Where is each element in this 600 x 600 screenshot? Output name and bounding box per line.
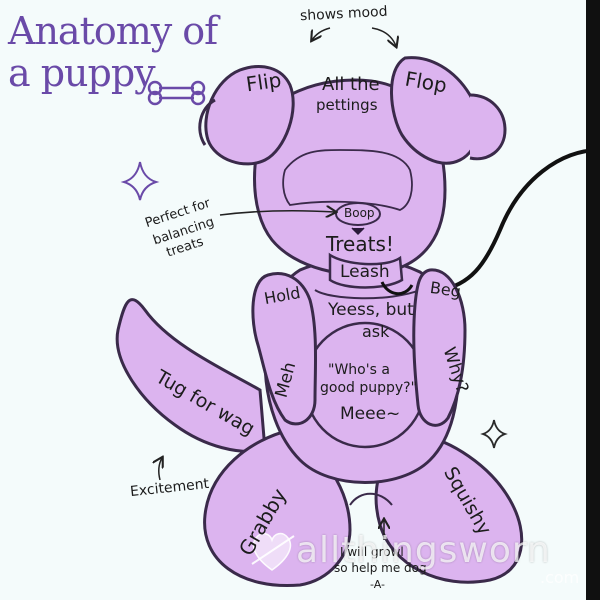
label-flip: Flip xyxy=(244,67,283,97)
label-growl-face: -A- xyxy=(370,578,385,591)
tail-shape xyxy=(115,298,267,453)
sparkle-icon-right xyxy=(480,419,508,449)
crotch-line xyxy=(349,492,393,506)
right-arm-shape xyxy=(412,268,467,427)
left-ear-tip xyxy=(198,98,216,146)
mouth-mark xyxy=(351,227,365,236)
label-leash: Leash xyxy=(340,262,390,282)
left-ear-shape xyxy=(204,65,295,166)
label-boop: Boop xyxy=(344,206,375,220)
collar-band xyxy=(328,252,404,289)
bone-icon xyxy=(147,80,206,106)
label-treats: Treats! xyxy=(326,232,394,256)
label-ask: ask xyxy=(362,322,390,341)
excitement-arrow xyxy=(159,458,162,481)
diagram-title: Anatomy of a puppy xyxy=(8,9,218,95)
label-will-growl: I will growl xyxy=(340,545,404,559)
label-all-the: All the xyxy=(322,74,380,95)
perfect-arrow xyxy=(219,211,335,215)
title-line-2: a puppy xyxy=(8,51,156,95)
right-edge-bar xyxy=(586,0,600,600)
mood-arrow-right xyxy=(371,27,396,46)
title-line-1: Anatomy of xyxy=(8,9,218,53)
label-meee: Meee~ xyxy=(340,404,401,424)
label-yess: Yeess, but xyxy=(328,300,414,320)
label-good-puppy: good puppy?" xyxy=(320,380,418,396)
forehead-patch xyxy=(282,149,413,211)
right-ear-tip xyxy=(469,93,507,161)
collar-ring xyxy=(380,281,414,296)
right-ear-shape xyxy=(390,56,481,165)
watermark-text: allthingsworn xyxy=(296,530,551,571)
left-arm-shape xyxy=(251,272,318,426)
watermark-logo-icon xyxy=(251,532,295,571)
label-pettings: pettings xyxy=(316,96,378,114)
label-whos-a: "Who's a xyxy=(328,362,390,378)
mood-arrow-left xyxy=(312,27,331,40)
label-so-help-me-dog: so help me dog xyxy=(334,561,427,575)
sparkle-icon-left xyxy=(120,161,160,201)
watermark-com: .com xyxy=(540,568,580,587)
chest-line xyxy=(314,289,421,300)
